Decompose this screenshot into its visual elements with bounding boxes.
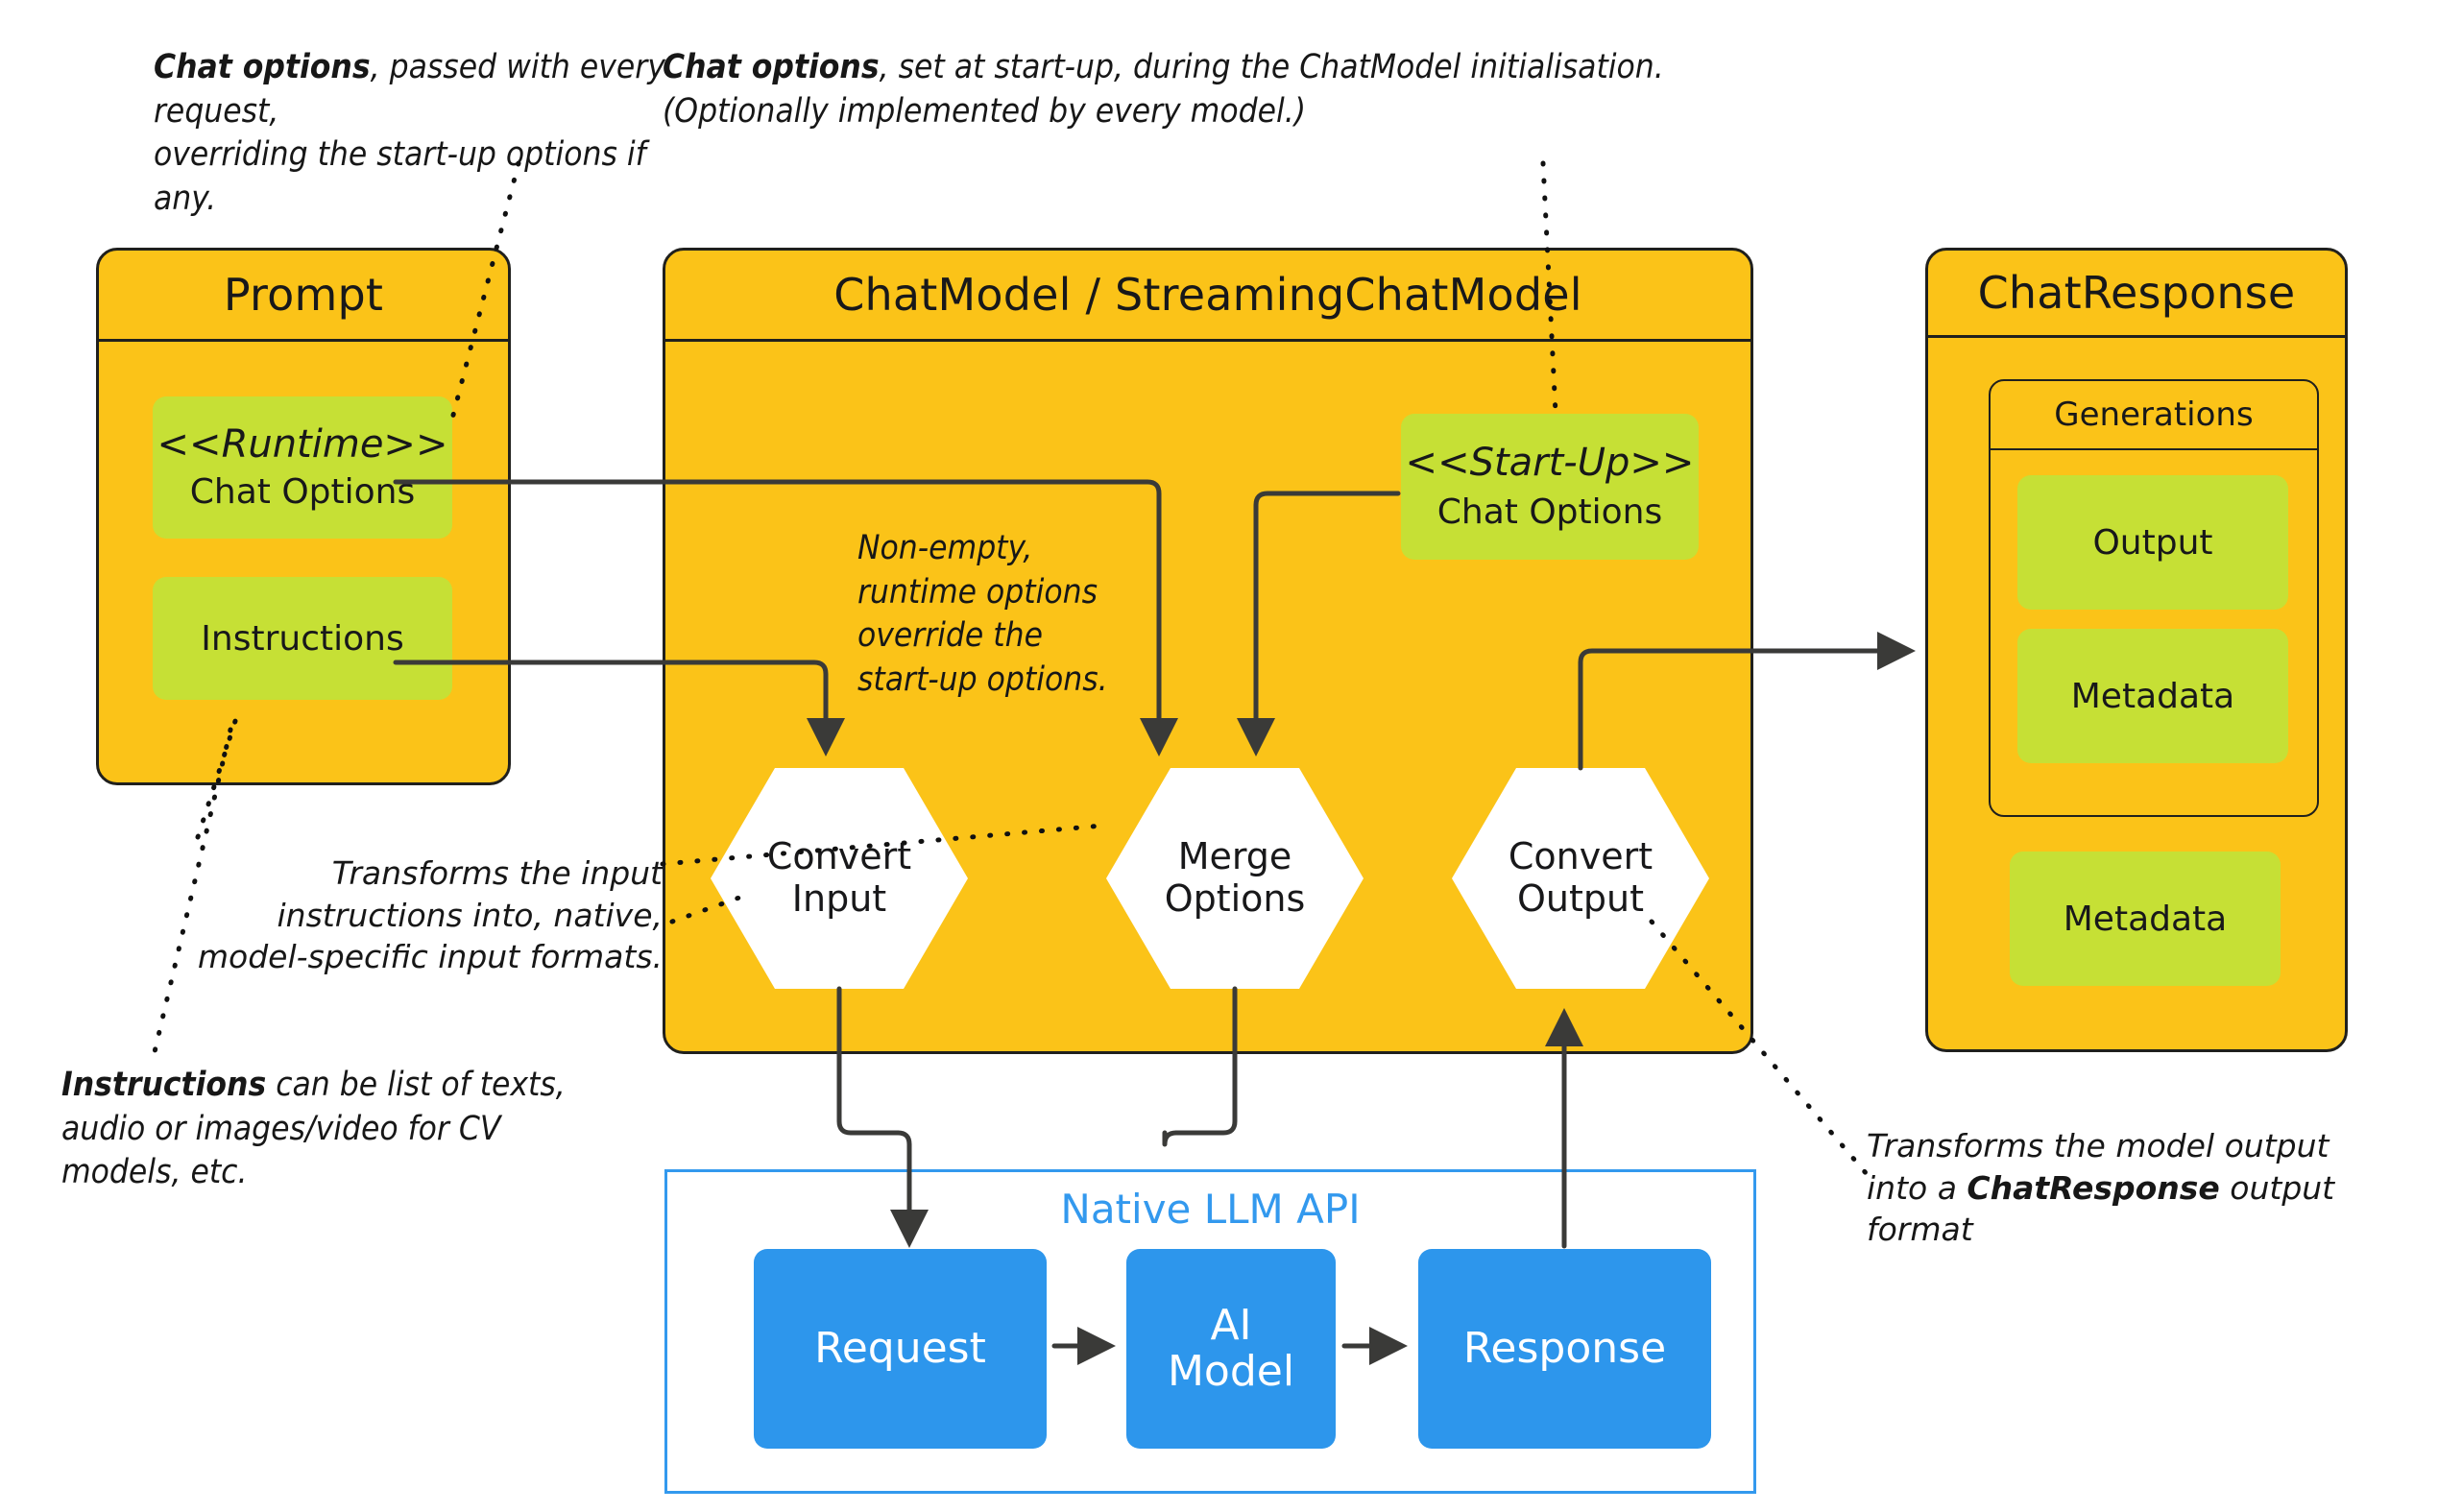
annotation-instructions-rest: can be list of texts, [266, 1066, 566, 1104]
generations-chip-output[interactable]: Output [2017, 475, 2288, 610]
prompt-chip-instructions[interactable]: Instructions [153, 577, 452, 700]
api-box-ai-model[interactable]: AI Model [1126, 1249, 1336, 1449]
annotation-convert-output-line3: format [1867, 1211, 1973, 1249]
generations-container: Generations Output Metadata [1989, 379, 2319, 817]
api-box-request[interactable]: Request [754, 1249, 1047, 1449]
wire-join-to-request-right [1162, 1130, 1179, 1147]
chatmodel-chip-startup-label: Chat Options [1436, 492, 1663, 533]
api-box-request-label: Request [814, 1323, 986, 1373]
generations-chip-metadata-label: Metadata [2070, 676, 2235, 716]
prompt-chip-runtime-stereotype: <<Runtime>> [157, 422, 448, 468]
annotation-startup-bold: Chat options [663, 48, 880, 86]
annotation-startup-chat-options: Chat options, set at start-up, during th… [663, 46, 1776, 133]
prompt-chip-instructions-label: Instructions [201, 618, 404, 659]
annotation-convert-output-line2-post: output [2219, 1168, 2335, 1207]
api-box-ai-model-line2: Model [1167, 1347, 1295, 1396]
chatmodel-chip-startup-chat-options[interactable]: <<Start-Up>> Chat Options [1401, 414, 1699, 560]
annotation-convert-output-line1: Transforms the model output [1867, 1127, 2329, 1164]
annotation-startup-rest: , set at start-up, during the ChatModel … [879, 48, 1664, 86]
generations-title: Generations [2054, 396, 2254, 434]
prompt-chip-runtime-chat-options[interactable]: <<Runtime>> Chat Options [153, 396, 452, 539]
api-box-response-label: Response [1462, 1323, 1667, 1373]
annotation-convert-output: Transforms the model output into a ChatR… [1867, 1125, 2385, 1251]
annotation-instructions-bold: Instructions [61, 1066, 267, 1104]
annotation-runtime-chat-options: Chat options, passed with every request,… [154, 46, 691, 221]
step-merge-options-line2: Options [1164, 877, 1306, 920]
annotation-runtime-line2: overriding the start-up options if any. [154, 135, 646, 218]
prompt-container: Prompt <<Runtime>> Chat Options Instruct… [96, 248, 511, 785]
chatresponse-title: ChatResponse [1977, 267, 2296, 319]
annotation-startup-line2: (Optionally implemented by every model.) [663, 91, 1306, 131]
prompt-chip-runtime-label: Chat Options [189, 472, 416, 513]
api-box-response[interactable]: Response [1418, 1249, 1711, 1449]
annotation-instructions-line3: models, etc. [61, 1153, 248, 1191]
generations-chip-metadata[interactable]: Metadata [2017, 629, 2288, 763]
prompt-title: Prompt [223, 269, 384, 321]
generations-chip-output-label: Output [2092, 522, 2213, 563]
api-box-ai-model-line1: AI [1210, 1300, 1252, 1350]
chatresponse-chip-metadata[interactable]: Metadata [2010, 852, 2281, 986]
annotation-convert-input-line3: model-specific input formats. [197, 938, 663, 976]
chatresponse-container: ChatResponse Generations Output Metadata… [1925, 248, 2348, 1052]
step-merge-options-line1: Merge [1177, 835, 1292, 878]
step-convert-input-line1: Convert [766, 835, 912, 878]
chatresponse-chip-metadata-label: Metadata [2063, 899, 2228, 939]
native-llm-api-panel: Native LLM API Request AI Model Response [664, 1169, 1756, 1494]
annotation-convert-input: Transforms the input instructions into, … [173, 852, 663, 978]
native-llm-api-title: Native LLM API [1060, 1186, 1361, 1233]
chatmodel-inline-note: Non-empty, runtime options override the … [857, 529, 1108, 699]
annotation-runtime-rest: , passed with every request, [154, 48, 665, 131]
chatmodel-title: ChatModel / StreamingChatModel [833, 269, 1582, 321]
annotation-convert-output-line2-pre: into a [1867, 1168, 1967, 1207]
annotation-instructions-line2: audio or images/video for CV [61, 1109, 501, 1148]
chatmodel-chip-startup-stereotype: <<Start-Up>> [1405, 441, 1695, 486]
step-convert-input-line2: Input [791, 877, 887, 920]
step-convert-output-line1: Convert [1508, 835, 1653, 878]
step-convert-output-line2: Output [1517, 877, 1644, 920]
annotation-convert-input-line2: instructions into, native, [277, 896, 664, 934]
annotation-instructions: Instructions can be list of texts, audio… [61, 1064, 618, 1195]
annotation-runtime-bold: Chat options [154, 48, 371, 86]
annotation-convert-output-line2-bold: ChatResponse [1967, 1168, 2220, 1207]
annotation-convert-input-line1: Transforms the input [331, 854, 663, 892]
